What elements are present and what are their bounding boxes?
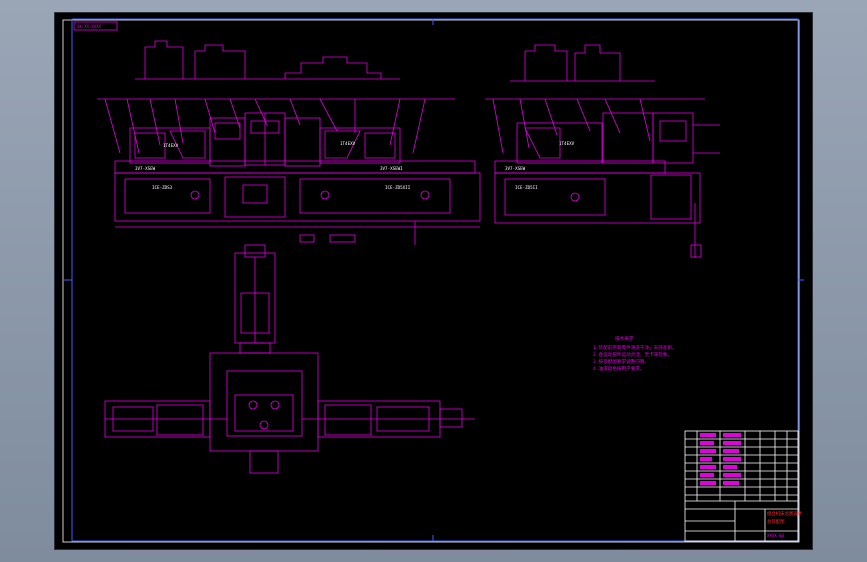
side-top-profile-2 xyxy=(574,44,621,81)
front-base xyxy=(114,172,481,222)
front-top-profile-left xyxy=(144,40,184,79)
plan-fixture xyxy=(226,370,303,437)
technical-notes: 技术要求 1.装配前所有零件清洗干净，去除毛刺。 2.各运动部件运动灵活，无卡滞… xyxy=(593,335,677,372)
outer-border xyxy=(62,19,800,543)
notes-heading: 技术要求 xyxy=(615,335,634,342)
side-base-label: ICE-ZD5II xyxy=(515,185,538,190)
side-fixture xyxy=(652,112,694,164)
notes-line-3: 3.按装配图要求调整间隙。 xyxy=(593,358,649,365)
notes-line-2: 2.各运动部件运动灵活，无卡滞现象。 xyxy=(593,351,672,358)
side-motor-label: 3V7-XSEW xyxy=(505,166,526,171)
title-red-1: 组合机床总图设计 xyxy=(767,510,803,517)
title-block: 组合机床总图设计 总装配图 XXXX-00 xyxy=(684,430,803,542)
right-base-label: ICE-ZD5XII xyxy=(385,185,411,190)
title-block-frame xyxy=(684,430,799,542)
side-top-profile-1 xyxy=(524,44,568,81)
front-base-center xyxy=(224,176,286,218)
corner-tag-text: XX-XX-XXXX xyxy=(77,24,102,29)
corner-tag-box xyxy=(73,21,118,31)
side-view: 1T4EXV 3V7-XSEW ICE-ZD5II xyxy=(485,44,720,258)
front-top-profile-mid xyxy=(284,56,382,79)
notes-line-4: 4.油漆颜色按用户要求。 xyxy=(593,365,644,372)
side-slide-label: 1T4EXV xyxy=(559,141,575,146)
drawing-canvas: XX-XX-XXXX xyxy=(62,18,804,543)
left-base-label: ICE-ZDS3 xyxy=(152,185,173,190)
front-view: 1T4EXV 1T4EXV 3V7-XSEW 3V7-XSEWI ICE-ZDS… xyxy=(97,40,481,245)
plan-view xyxy=(104,244,475,474)
left-motor-label: 3V7-XSEW xyxy=(135,166,156,171)
drawing-number: XXXX-00 xyxy=(767,533,784,538)
side-slide-body xyxy=(516,122,603,164)
right-spindle-box xyxy=(284,117,321,167)
left-slide-label: 1T4EXV xyxy=(163,143,179,148)
title-red-2: 总装配图 xyxy=(767,518,785,525)
right-slide-label: 1T4EXV xyxy=(340,141,356,146)
drawing-sheet[interactable]: XX-XX-XXXX xyxy=(55,13,812,549)
side-base xyxy=(494,172,701,224)
right-motor-label: 3V7-XSEWI xyxy=(380,166,403,171)
front-top-profile-2 xyxy=(194,44,246,79)
notes-line-1: 1.装配前所有零件清洗干净，去除毛刺。 xyxy=(593,344,677,351)
right-slide-body xyxy=(319,127,401,164)
